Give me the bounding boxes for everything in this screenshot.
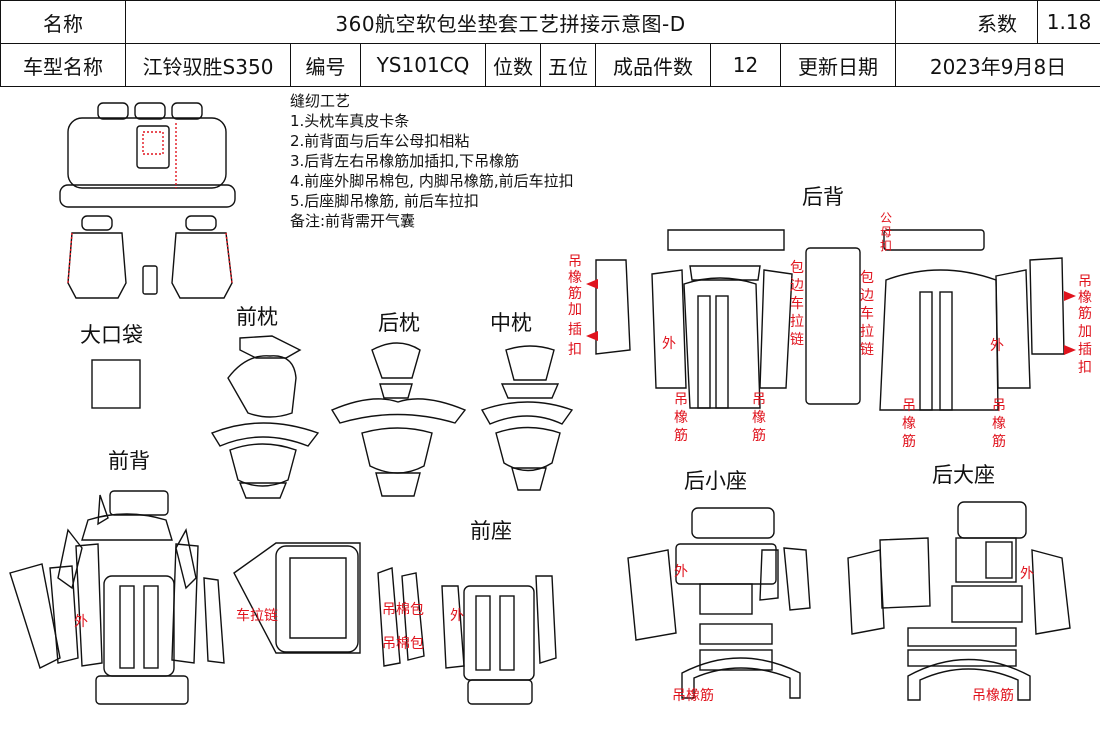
ann-outer: 外 (1020, 566, 1034, 582)
rear-pillow-pieces (330, 342, 467, 497)
front-seat-pieces (233, 542, 557, 705)
ann-right-hang: 插 (1078, 342, 1092, 358)
ann-edge-chain-2: 包 (860, 270, 874, 286)
model-value: 江铃驭胜S350 (125, 43, 291, 87)
code-label: 编号 (290, 43, 361, 87)
ann-right-hang: 吊 (1078, 274, 1092, 290)
ann-outer: 外 (450, 608, 464, 624)
ann-hang-rubber-3: 吊 (902, 398, 916, 414)
header-table: 名称 360航空软包坐垫套工艺拼接示意图-D 系数 1.18 车型名称 江铃驭胜… (0, 0, 1100, 87)
ann-outer: 外 (74, 614, 88, 630)
label-rear-back: 后背 (802, 185, 844, 209)
pieces-label: 成品件数 (595, 43, 711, 87)
arrow-left-2 (586, 331, 598, 341)
pieces-value: 12 (710, 43, 781, 87)
ann-edge-chain: 包 (790, 260, 804, 276)
ann-edge-chain-2: 链 (860, 342, 874, 358)
date-label: 更新日期 (779, 43, 897, 87)
front-back-pieces (9, 490, 225, 705)
ann-hang-rubber-4: 吊 (992, 398, 1006, 414)
label-big-pocket: 大口袋 (80, 323, 143, 347)
notes-remark: 备注:前背需开气囊 (290, 212, 415, 230)
ann-left-hang: 插 (568, 322, 582, 338)
seats-label: 位数 (485, 43, 541, 87)
arrow-left-1 (586, 279, 598, 289)
ann-outer: 外 (990, 338, 1004, 354)
ann-outer: 外 (662, 336, 676, 352)
ann-male-buckle: 公 (880, 211, 892, 225)
ann-hang-cotton: 吊棉包 (382, 635, 424, 652)
label-rear-big-seat: 后大座 (932, 463, 995, 487)
date-value: 2023年9月8日 (895, 43, 1100, 87)
ann-edge-chain-2: 车 (860, 305, 874, 322)
ann-left-hang: 橡 (568, 270, 582, 286)
ann-rear-pull-chain: 车拉链 (236, 607, 278, 624)
seat-overview-illustration (59, 102, 236, 299)
ann-hang-rubber-h: 吊橡筋 (672, 687, 714, 704)
note-item: 5.后座脚吊橡筋, 前后车拉扣 (290, 192, 479, 210)
note-item: 3.后背左右吊橡筋加插扣,下吊橡筋 (290, 152, 519, 170)
notes-heading: 缝纫工艺 (290, 92, 350, 110)
ann-right-hang: 橡 (1078, 290, 1092, 306)
name-label: 名称 (0, 0, 126, 44)
hang-arrows (586, 279, 1076, 355)
sewing-notes: 缝纫工艺 1.头枕车真皮卡条 2.前背面与后车公母扣相粘 3.后背左右吊橡筋加插… (290, 92, 574, 230)
ann-left-hang: 吊 (568, 254, 582, 270)
ann-hang-rubber-h: 吊橡筋 (972, 687, 1014, 704)
ann-hang-rubber-2: 吊 (752, 392, 766, 408)
ann-left-hang: 扣 (568, 342, 582, 358)
ann-edge-chain-2: 拉 (860, 324, 874, 340)
rear-small-seat-pieces (627, 507, 811, 699)
rear-big-seat-pieces (847, 501, 1071, 701)
model-label: 车型名称 (0, 43, 126, 87)
front-pillow-pieces (210, 335, 320, 499)
ann-hang-rubber-1: 筋 (674, 427, 688, 444)
pattern-diagram: 缝纫工艺 1.头枕车真皮卡条 2.前背面与后车公母扣相粘 3.后背左右吊橡筋加插… (9, 92, 1092, 705)
ann-edge-chain-2: 边 (860, 288, 874, 304)
ann-hang-rubber-2: 筋 (752, 427, 766, 444)
ann-right-hang: 加 (1078, 324, 1092, 340)
label-rear-pillow: 后枕 (378, 311, 420, 335)
ann-right-hang: 筋 (1078, 305, 1092, 322)
ann-hang-cotton: 吊棉包 (382, 601, 424, 618)
ann-edge-chain: 车 (790, 295, 804, 312)
ann-right-hang: 扣 (1078, 360, 1092, 376)
ann-hang-rubber-3: 筋 (902, 433, 916, 450)
ann-male-buckle: 母 (880, 225, 892, 239)
ann-hang-rubber-1: 吊 (674, 392, 688, 408)
ann-edge-chain: 拉 (790, 314, 804, 330)
label-front-back: 前背 (108, 449, 150, 473)
note-item: 2.前背面与后车公母扣相粘 (290, 132, 469, 150)
note-item: 4.前座外脚吊棉包, 内脚吊橡筋,前后车拉扣 (290, 172, 574, 190)
label-front-seat: 前座 (470, 519, 512, 543)
rear-back-pieces (595, 229, 1065, 411)
label-rear-small-seat: 后小座 (684, 469, 747, 493)
ann-hang-rubber-3: 橡 (902, 416, 916, 432)
ann-edge-chain: 链 (790, 332, 804, 348)
big-pocket-piece (91, 359, 141, 409)
label-front-pillow: 前枕 (236, 305, 278, 329)
ann-hang-rubber-4: 筋 (992, 433, 1006, 450)
coefficient-label: 系数 (895, 0, 1039, 44)
ann-left-hang: 筋 (568, 285, 582, 302)
ann-left-hang: 加 (568, 302, 582, 318)
code-value: YS101CQ (360, 43, 486, 87)
note-item: 1.头枕车真皮卡条 (290, 112, 409, 130)
ann-hang-rubber-2: 橡 (752, 410, 766, 426)
mid-pillow-pieces (480, 345, 574, 491)
arrow-right-1 (1064, 291, 1076, 301)
ann-outer: 外 (674, 564, 688, 580)
label-mid-pillow: 中枕 (490, 311, 532, 335)
ann-male-buckle: 扣 (880, 239, 892, 253)
coefficient-value: 1.18 (1037, 0, 1100, 44)
seats-value: 五位 (540, 43, 596, 87)
ann-hang-rubber-1: 橡 (674, 410, 688, 426)
arrow-right-2 (1064, 345, 1076, 355)
sheet-title: 360航空软包坐垫套工艺拼接示意图-D (124, 0, 897, 44)
ann-hang-rubber-4: 橡 (992, 416, 1006, 432)
ann-edge-chain: 边 (790, 278, 804, 294)
